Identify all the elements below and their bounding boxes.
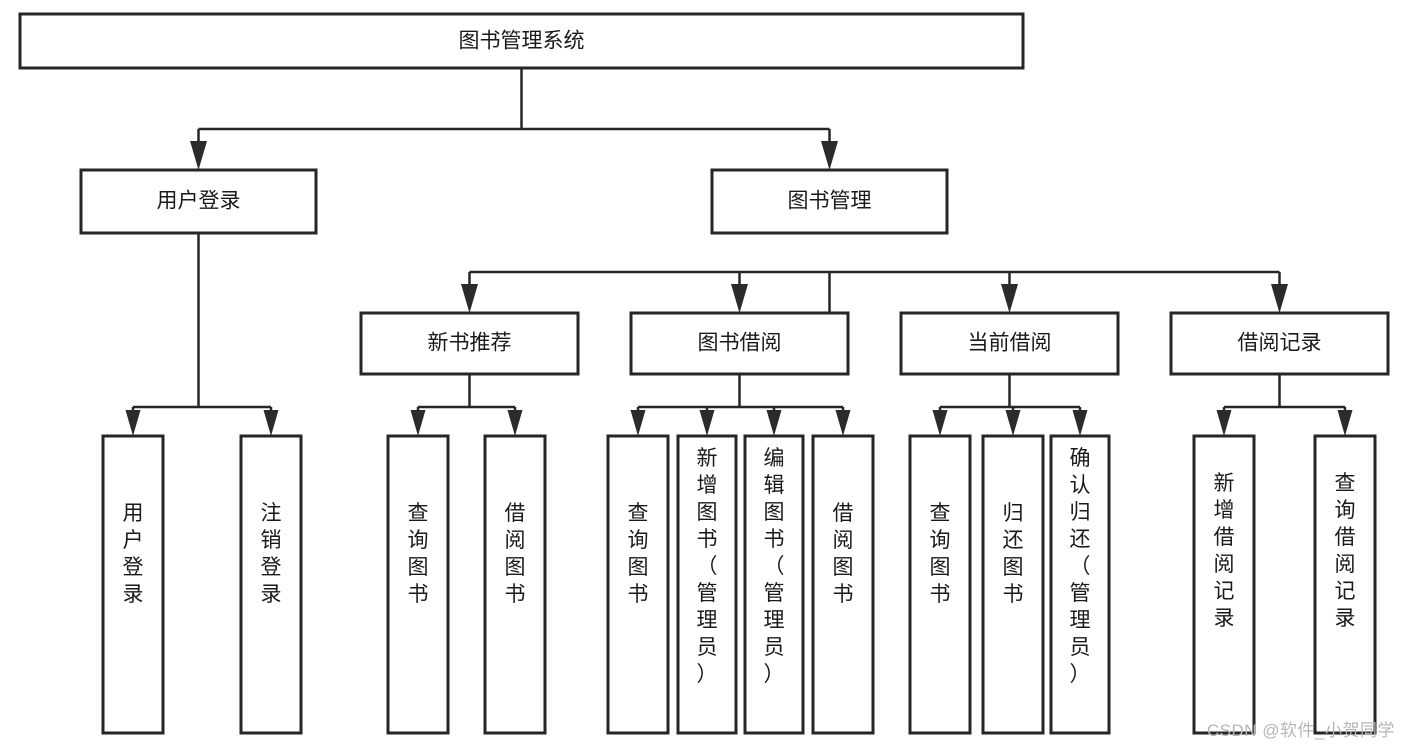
node-leaf-borrow-book-label: 借阅图书 — [833, 502, 854, 606]
node-leaf-add-book[interactable]: 新增图书（管理员） — [676, 434, 738, 735]
node-borrow-record[interactable]: 借阅记录 — [1169, 311, 1390, 376]
node-leaf-edit-book[interactable]: 编辑图书（管理员） — [743, 434, 805, 735]
arrow-to-leaf-query-book-current — [932, 410, 948, 436]
node-leaf-query-record-label: 查询借阅记录 — [1335, 472, 1356, 630]
node-book-manage[interactable]: 图书管理 — [710, 168, 949, 235]
node-leaf-user-login-label: 用户登录 — [123, 502, 144, 606]
arrow-to-leaf-confirm-return — [1072, 410, 1088, 436]
node-leaf-query-book-borrow-box[interactable] — [606, 434, 670, 735]
node-leaf-add-record-box[interactable] — [1192, 434, 1256, 735]
node-leaf-edit-book-box[interactable] — [743, 434, 805, 735]
node-borrow-record-box[interactable] — [1169, 311, 1390, 376]
node-leaf-query-book-current-box[interactable] — [908, 434, 972, 735]
arrow-to-borrow-record — [1271, 284, 1288, 313]
node-leaf-borrow-book[interactable]: 借阅图书 — [811, 434, 875, 735]
arrow-to-leaf-return-book — [1005, 410, 1021, 436]
node-leaf-query-record-box[interactable] — [1313, 434, 1377, 735]
connector-edges — [125, 68, 1353, 436]
node-book-borrow-label: 图书借阅 — [698, 332, 782, 355]
node-leaf-query-book-current-label: 查询图书 — [930, 502, 951, 606]
node-leaf-return-book-label: 归还图书 — [1003, 502, 1024, 606]
arrow-to-leaf-borrow-book-rec — [507, 410, 523, 436]
node-leaf-query-book-rec-label: 查询图书 — [408, 502, 429, 606]
node-new-book-rec[interactable]: 新书推荐 — [359, 311, 580, 376]
arrow-to-current-borrow — [1001, 284, 1018, 313]
node-leaf-add-record[interactable]: 新增借阅记录 — [1192, 434, 1256, 735]
arrow-to-leaf-borrow-book — [835, 410, 851, 436]
arrow-to-user-login — [190, 141, 207, 170]
arrow-to-leaf-query-record — [1337, 410, 1353, 436]
node-leaf-query-book-current[interactable]: 查询图书 — [908, 434, 972, 735]
node-leaf-logout[interactable]: 注销登录 — [239, 434, 303, 735]
arrow-to-leaf-edit-book — [766, 410, 782, 436]
node-leaf-query-book-borrow-label: 查询图书 — [628, 502, 649, 606]
arrow-to-leaf-query-book-borrow — [630, 410, 646, 436]
csdn-watermark: CSDN @软件_小贺同学 — [1206, 721, 1395, 740]
node-leaf-confirm-return-box[interactable] — [1049, 434, 1111, 735]
node-current-borrow-box[interactable] — [899, 311, 1120, 376]
node-leaf-user-login[interactable]: 用户登录 — [101, 434, 165, 735]
node-root[interactable]: 图书管理系统 — [18, 12, 1025, 70]
node-leaf-borrow-book-rec-box[interactable] — [483, 434, 547, 735]
node-leaf-add-book-label: 新增图书（管理员） — [697, 447, 718, 686]
node-leaf-user-login-box[interactable] — [101, 434, 165, 735]
node-leaf-borrow-book-rec[interactable]: 借阅图书 — [483, 434, 547, 735]
node-new-book-rec-box[interactable] — [359, 311, 580, 376]
node-book-manage-box[interactable] — [710, 168, 949, 235]
node-root-box[interactable] — [18, 12, 1025, 70]
node-leaf-return-book-box[interactable] — [981, 434, 1045, 735]
arrow-to-leaf-logout — [263, 410, 279, 436]
node-leaf-confirm-return[interactable]: 确认归还（管理员） — [1049, 434, 1111, 735]
node-leaf-query-book-borrow[interactable]: 查询图书 — [606, 434, 670, 735]
node-borrow-record-label: 借阅记录 — [1238, 332, 1322, 355]
arrow-to-new-book-rec — [461, 284, 478, 313]
node-leaf-borrow-book-box[interactable] — [811, 434, 875, 735]
node-leaf-borrow-book-rec-label: 借阅图书 — [505, 502, 526, 606]
node-leaf-add-record-label: 新增借阅记录 — [1214, 472, 1235, 630]
node-leaf-confirm-return-label: 确认归还（管理员） — [1070, 447, 1091, 686]
arrow-to-leaf-query-book-rec — [410, 410, 426, 436]
node-leaf-return-book[interactable]: 归还图书 — [981, 434, 1045, 735]
node-leaf-add-book-box[interactable] — [676, 434, 738, 735]
node-leaf-edit-book-label: 编辑图书（管理员） — [764, 447, 785, 686]
node-leaf-query-record[interactable]: 查询借阅记录 — [1313, 434, 1377, 735]
node-book-manage-label: 图书管理 — [788, 190, 872, 213]
node-leaf-query-book-rec[interactable]: 查询图书 — [386, 434, 450, 735]
arrow-to-book-manage — [821, 141, 838, 170]
node-user-login[interactable]: 用户登录 — [79, 168, 318, 235]
arrow-to-leaf-add-record — [1216, 410, 1232, 436]
node-current-borrow-label: 当前借阅 — [968, 332, 1052, 355]
node-root-label: 图书管理系统 — [459, 30, 585, 53]
node-leaf-logout-label: 注销登录 — [261, 502, 282, 606]
arrow-to-leaf-add-book — [699, 410, 715, 436]
node-current-borrow[interactable]: 当前借阅 — [899, 311, 1120, 376]
node-book-borrow-box[interactable] — [629, 311, 850, 376]
arrow-to-leaf-user-login — [125, 410, 141, 436]
node-new-book-rec-label: 新书推荐 — [428, 332, 512, 355]
node-user-login-box[interactable] — [79, 168, 318, 235]
node-book-borrow[interactable]: 图书借阅 — [629, 311, 850, 376]
node-user-login-label: 用户登录 — [157, 190, 241, 213]
node-leaf-query-book-rec-box[interactable] — [386, 434, 450, 735]
arrow-to-book-borrow — [731, 284, 748, 313]
node-leaf-logout-box[interactable] — [239, 434, 303, 735]
